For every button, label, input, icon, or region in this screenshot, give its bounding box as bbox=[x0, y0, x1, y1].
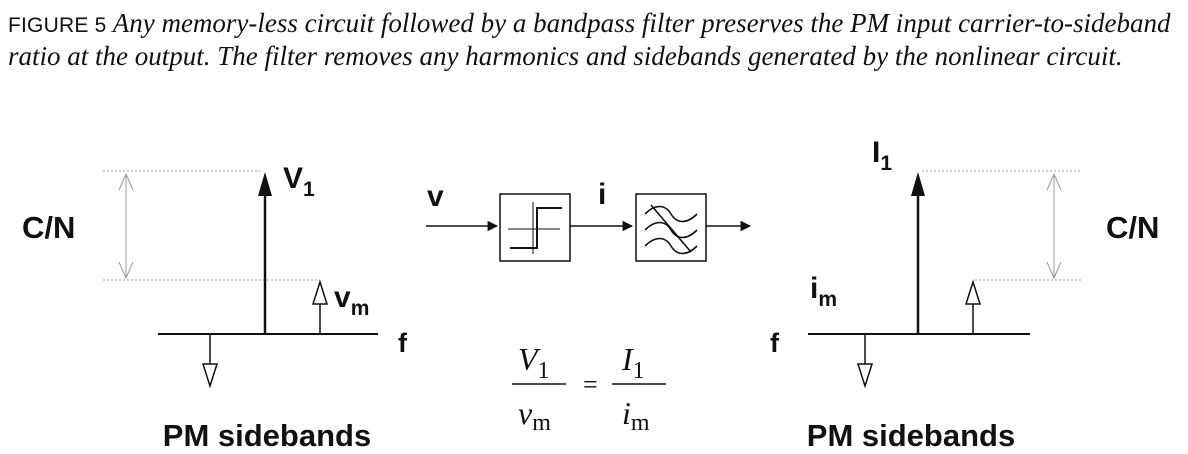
figure-caption: FIGURE 5 Any memory-less circuit followe… bbox=[8, 8, 1178, 72]
filter-waves-icon bbox=[644, 204, 698, 255]
caption-text: Any memory-less circuit followed by a ba… bbox=[8, 8, 1171, 71]
left-upper-sideband-arrowhead bbox=[311, 279, 329, 305]
right-spectrum: C/N f I1 im PM sidebands bbox=[770, 136, 1159, 453]
left-lower-sideband-arrowhead bbox=[201, 363, 219, 389]
current-signal-label: i bbox=[598, 178, 606, 211]
right-carrier-arrowhead bbox=[911, 172, 925, 196]
nonlinear-block bbox=[499, 193, 571, 262]
left-spectrum: C/N f V1 vm PM sidebands bbox=[22, 162, 408, 453]
left-carrier-arrowhead bbox=[258, 172, 272, 196]
right-carrier-label: I1 bbox=[872, 136, 892, 175]
left-cn-arrowhead-top bbox=[118, 172, 134, 191]
left-axis-label: f bbox=[398, 328, 408, 358]
step-curve-icon bbox=[510, 207, 562, 249]
equation-equals: = bbox=[583, 370, 598, 399]
circuit: v i bbox=[426, 178, 752, 262]
right-spectrum-title: PM sidebands bbox=[807, 418, 1015, 453]
equation-den-right: im bbox=[622, 395, 650, 436]
left-cn-arrowhead-bottom bbox=[118, 261, 134, 280]
left-carrier-label: V1 bbox=[283, 162, 315, 201]
left-sideband-label: vm bbox=[334, 281, 369, 320]
input-signal-label: v bbox=[427, 180, 444, 213]
left-cn-label: C/N bbox=[22, 210, 75, 245]
right-sideband-label: im bbox=[810, 272, 837, 311]
equation-num-right: I1 bbox=[621, 341, 645, 384]
equation-den-left: vm bbox=[518, 395, 551, 436]
figure-label: FIGURE 5 bbox=[8, 14, 107, 37]
right-cn-arrowhead-bottom bbox=[1046, 261, 1062, 280]
right-upper-sideband-arrowhead bbox=[964, 279, 982, 305]
ratio-equation: V1 vm = I1 im bbox=[512, 341, 666, 436]
right-cn-arrowhead-top bbox=[1046, 172, 1062, 191]
right-lower-sideband-arrowhead bbox=[856, 363, 874, 389]
left-spectrum-title: PM sidebands bbox=[163, 418, 371, 453]
equation-num-left: V1 bbox=[518, 341, 550, 384]
right-axis-label: f bbox=[770, 328, 780, 358]
right-cn-label: C/N bbox=[1106, 210, 1159, 245]
